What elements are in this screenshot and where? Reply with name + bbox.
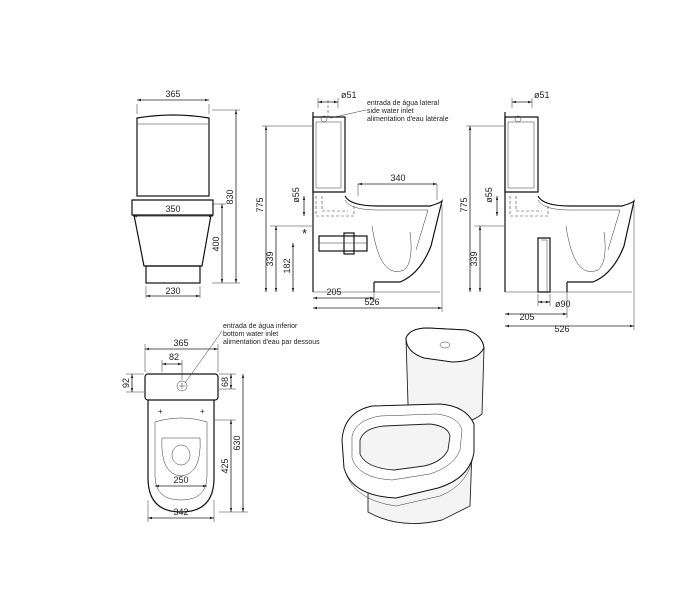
lateral-note-line-2: side water inlet bbox=[367, 108, 414, 115]
lateral-flush-diameter: ø55 bbox=[291, 187, 301, 203]
side-view-floor-outlet: ø51 775 ø55 339 ø90 205 526 bbox=[459, 90, 636, 334]
wall-mark: * bbox=[302, 226, 307, 241]
front-total-height: 830 bbox=[225, 189, 235, 204]
lateral-inlet-height: 182 bbox=[282, 258, 292, 273]
lateral-seat-depth: 340 bbox=[390, 173, 405, 183]
top-inlet-offset: 82 bbox=[169, 352, 179, 362]
top-bowl-width: 342 bbox=[173, 507, 188, 517]
lateral-note-line-3: alimentation d'eau latérale bbox=[367, 116, 449, 123]
top-bowl-length: 425 bbox=[220, 458, 230, 473]
top-total-length: 630 bbox=[232, 435, 242, 450]
lateral-supply-diameter: ø51 bbox=[341, 90, 357, 100]
lateral-tank-height: 775 bbox=[255, 197, 265, 212]
top-tank-back-depth: 68 bbox=[220, 377, 230, 387]
floor-supply-diameter: ø51 bbox=[534, 90, 550, 100]
top-view: + + entrada de água inferior bottom wate… bbox=[121, 323, 320, 522]
lateral-total-depth: 526 bbox=[364, 297, 379, 307]
floor-outlet-diameter: ø90 bbox=[555, 299, 571, 309]
product-render bbox=[341, 327, 485, 525]
lateral-note-line-1: entrada de água lateral bbox=[367, 100, 439, 107]
floor-wall-distance: 205 bbox=[519, 312, 534, 322]
top-note-line-2: bottom water inlet bbox=[223, 331, 278, 338]
lateral-wall-distance: 205 bbox=[326, 287, 341, 297]
lateral-outlet-height: 339 bbox=[265, 251, 275, 266]
top-tank-width: 365 bbox=[173, 338, 188, 348]
floor-tank-height: 775 bbox=[459, 197, 469, 212]
side-view-lateral-inlet: * ø51 entrada de água lateral side water… bbox=[255, 90, 449, 312]
floor-flush-diameter: ø55 bbox=[484, 187, 494, 203]
top-bowl-inner-width: 250 bbox=[173, 475, 188, 485]
front-mid-width: 350 bbox=[165, 204, 180, 214]
svg-text:+: + bbox=[200, 407, 205, 416]
top-note-line-1: entrada de água inferior bbox=[223, 323, 298, 330]
front-top-width: 365 bbox=[165, 89, 180, 99]
floor-outlet-height: 339 bbox=[469, 251, 479, 266]
floor-total-depth: 526 bbox=[554, 324, 569, 334]
front-base-width: 230 bbox=[165, 286, 180, 296]
top-note-line-3: alimentation d'eau par dessous bbox=[223, 339, 320, 346]
front-view: 365 350 230 830 400 bbox=[131, 89, 240, 298]
svg-text:+: + bbox=[158, 407, 163, 416]
top-tank-front-depth: 92 bbox=[121, 378, 131, 388]
front-pan-height: 400 bbox=[211, 236, 221, 251]
